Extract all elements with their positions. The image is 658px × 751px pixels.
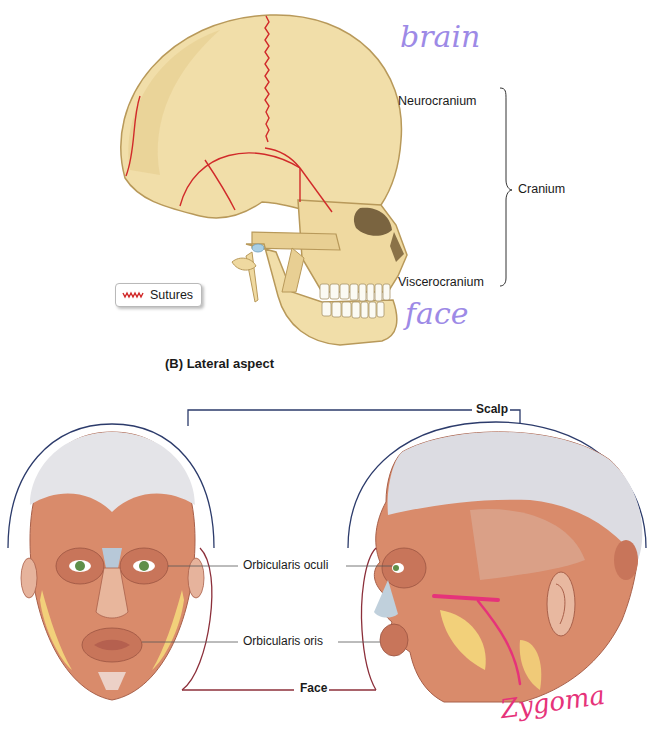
orbicularis-oris — [82, 628, 142, 662]
orbicularis-oris — [380, 624, 408, 656]
cheek-fat — [40, 590, 72, 670]
iris — [393, 565, 399, 571]
ear — [188, 558, 204, 598]
cheek-fat — [152, 590, 184, 670]
legend-swatch — [122, 289, 144, 301]
nose — [96, 568, 128, 618]
cartilage — [252, 244, 264, 252]
mandible — [246, 244, 397, 345]
sutures — [126, 16, 332, 212]
leader-lines — [142, 566, 392, 642]
handwritten-note: brain — [400, 20, 480, 55]
zygoma-marks — [434, 596, 520, 684]
part-label: Viscerocranium — [398, 275, 484, 289]
parotid — [520, 640, 542, 690]
masseter-fat — [440, 610, 486, 670]
eye — [392, 563, 404, 573]
orbicularis-oculi — [382, 548, 426, 588]
muscle-label: Orbicularis oris — [243, 635, 323, 649]
suture-sample — [123, 293, 143, 297]
ear — [547, 572, 575, 636]
coronoid — [282, 248, 304, 292]
iris — [75, 561, 85, 571]
region-label: Face — [298, 682, 329, 696]
figure-caption: (B) Lateral aspect — [165, 357, 274, 372]
eye — [69, 560, 91, 572]
muscle-label: Orbicularis oculi — [243, 559, 328, 573]
nasal-aperture — [390, 232, 404, 262]
chin — [98, 672, 126, 690]
handwritten-note: Zygoma — [498, 681, 606, 725]
nose — [374, 580, 398, 618]
face-bracket — [182, 548, 376, 690]
part-label: Neurocranium — [398, 94, 477, 108]
legend-label: Sutures — [150, 288, 193, 302]
orbit — [354, 208, 392, 236]
teeth — [320, 284, 390, 318]
nasal-bridge — [102, 548, 122, 568]
handwritten-note: face — [405, 297, 469, 332]
ear-inner — [556, 584, 565, 624]
shading — [128, 30, 220, 175]
orbicularis-oculi — [120, 548, 168, 584]
eye — [133, 560, 155, 572]
iris — [139, 561, 149, 571]
occipitalis — [614, 540, 638, 580]
legend: Sutures — [115, 283, 202, 307]
temporalis — [470, 509, 585, 580]
neurocranium — [121, 15, 402, 218]
aponeurosis — [30, 432, 195, 512]
hyoid — [232, 258, 256, 270]
cranium-bracket — [500, 88, 512, 286]
group-label: Cranium — [518, 182, 565, 196]
lips — [94, 640, 130, 651]
region-label: Scalp — [476, 403, 508, 417]
ear — [21, 558, 37, 598]
orbicularis-oculi — [56, 548, 104, 584]
